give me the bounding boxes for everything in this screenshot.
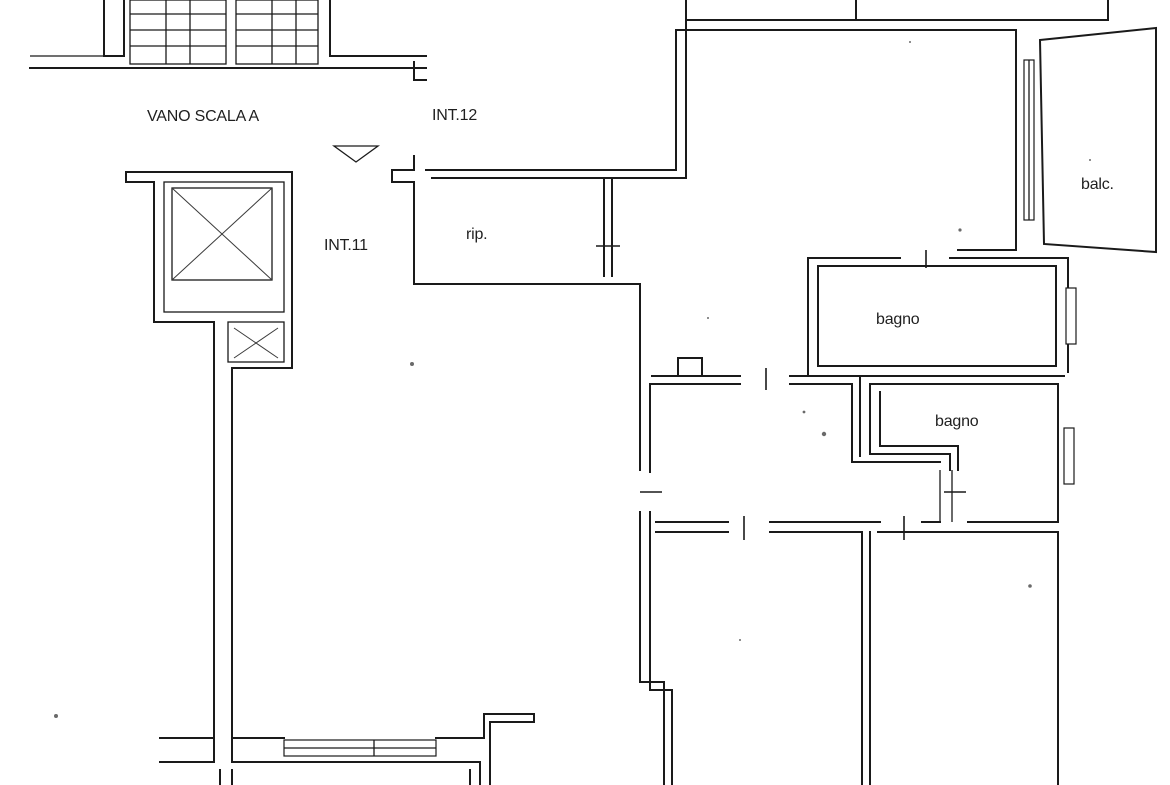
label-stair-hall: VANO SCALA A <box>147 108 260 125</box>
balcony-outline <box>1023 26 1157 254</box>
bathroom-2-walls <box>869 383 1075 523</box>
label-balcony: balc. <box>1081 176 1114 193</box>
label-bathroom-1: bagno <box>876 311 920 328</box>
door-openings <box>596 245 966 540</box>
unit-12-walls <box>391 0 1109 471</box>
label-unit-12: INT.12 <box>432 107 478 124</box>
bathroom-1-walls <box>807 257 1077 377</box>
scan-specks <box>54 41 1091 718</box>
stair-flight <box>29 0 427 69</box>
corridor-walls <box>639 357 1059 785</box>
label-bathroom-2: bagno <box>935 413 979 430</box>
stair-direction-arrow <box>332 145 380 163</box>
label-storage: rip. <box>466 226 488 243</box>
elevator-shaft <box>125 171 293 763</box>
label-unit-11: INT.11 <box>324 237 368 254</box>
bottom-walls <box>159 713 535 785</box>
